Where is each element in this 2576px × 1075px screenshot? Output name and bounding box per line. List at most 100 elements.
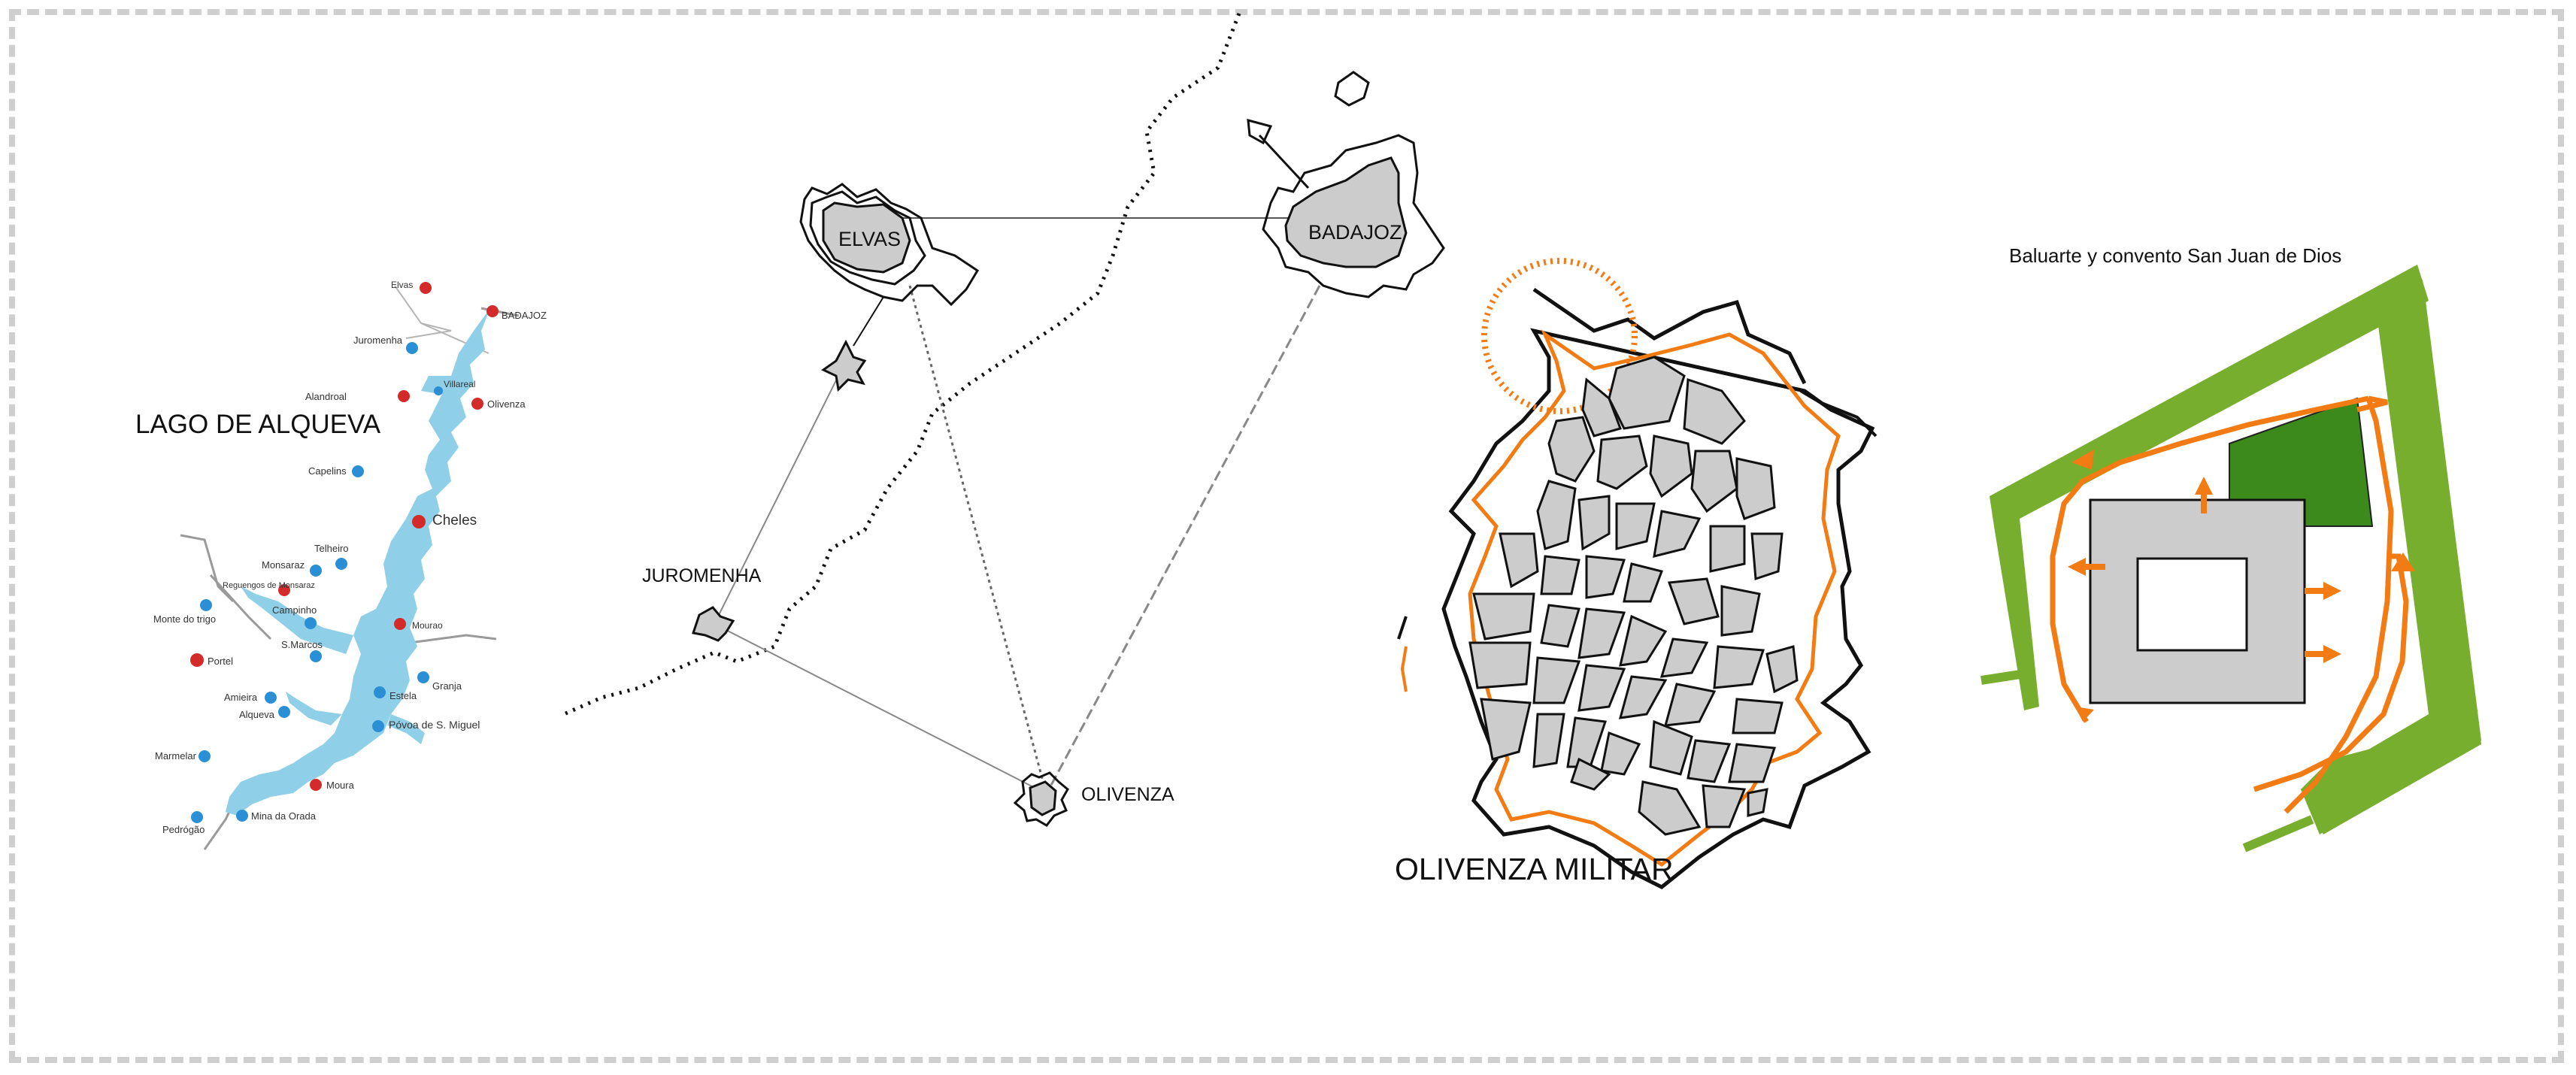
alqueva-panel: LAGO DE ALQUEVA Elvas BADAJOZ Alandroal … [135,280,547,850]
olivenza-militar-panel: OLIVENZA MILITAR [1395,258,1877,889]
link-elvas-juromenha [714,353,850,625]
place-label: Elvas [391,280,413,290]
baluarte-title: Baluarte y convento San Juan de Dios [2009,244,2341,267]
arrow-icon [2084,564,2105,570]
arrow-icon [2201,492,2207,513]
place-dot [236,810,248,822]
place-label: Cheles [432,513,477,528]
place-label: Amieira [224,692,258,703]
link-elvas-olivenza [908,285,1047,790]
lake-arm [241,586,353,654]
bastion-wall [2301,722,2481,834]
alqueva-title: LAGO DE ALQUEVA [135,410,381,439]
badajoz-label: BADAJOZ [1308,221,1402,244]
place-dot [372,720,384,732]
elvas-fortress: ELVAS [799,183,980,392]
place-label: BADAJOZ [502,310,547,321]
place-label: Juromenha [353,335,403,346]
place-dot [398,390,410,402]
place-label: Pedrógão [162,824,205,835]
place-dot [417,671,429,683]
place-label: Mourao [412,620,443,631]
arrow-icon [2075,707,2094,722]
place-dot [305,617,317,629]
place-label: Olivenza [487,398,526,410]
arrow-icon [2068,558,2086,576]
place-label: Mina da Orada [251,810,317,822]
arrow-icon [2323,582,2341,600]
place-dot [374,686,386,698]
arrow-icon [2391,553,2415,571]
bastion-wall [2406,295,2481,752]
arrow-icon [2071,450,2094,470]
place-dot [394,618,406,630]
arrow-icon [2195,477,2213,495]
lake-arm [286,692,342,725]
arrow-icon [2305,588,2326,594]
place-dot [190,653,204,667]
lake-shape [226,308,490,816]
dashed-frame [9,9,2564,1063]
place-label: Capelins [308,465,347,477]
place-dot [434,386,443,395]
place-dot [412,515,426,528]
place-label: Póvoa de S. Miguel [389,719,480,731]
network-panel: ELVAS BADAJOZ JUROMENHA OLIVENZA [562,13,1445,827]
place-label: Alandroal [305,391,347,402]
place-label: Monte do trigo [153,613,216,625]
baluarte-panel: Baluarte y convento San Juan de Dios [1980,244,2481,852]
place-label: Granja [432,680,462,692]
outer-fortification [1441,287,1875,889]
link-badajoz-olivenza [1047,285,1321,790]
frontier-line [562,13,1241,716]
orange-segment [1400,646,1408,692]
bastion-spur [2242,815,2314,852]
juromenha-fort: JUROMENHA [642,565,762,642]
place-label: Campinho [272,604,317,616]
arrow-icon [2323,645,2341,663]
river-line [409,634,497,644]
olivenza-fort: OLIVENZA [1013,771,1174,827]
place-dot [352,465,364,477]
direction-arrows [2068,450,2415,722]
place-dot [310,565,322,577]
place-label: Reguengos de Monsaraz [223,581,315,590]
wall-segment [1799,389,1877,438]
place-dot [278,706,290,718]
olivenza-militar-title: OLIVENZA MILITAR [1395,852,1674,886]
olivenza-label: OLIVENZA [1081,784,1174,805]
place-label: Monsaraz [262,559,305,571]
lake-arm [387,714,425,744]
place-dot [310,650,322,662]
place-dot [420,282,432,294]
place-label: Moura [326,780,355,791]
convent-cloister [2136,557,2248,652]
place-dot [335,558,347,570]
place-dot [486,305,499,317]
highlight-circle [1481,258,1638,414]
badajoz-fortress: BADAJOZ [1247,71,1445,298]
place-label: S.Marcos [281,639,323,650]
place-label: Telheiro [314,543,349,554]
arrow-icon [2305,651,2326,657]
place-dot [200,599,212,611]
red-place-markers: Elvas BADAJOZ Alandroal Olivenza Cheles … [190,280,547,791]
link-juromenha-olivenza [714,623,1046,794]
place-dot [471,398,483,410]
juromenha-label: JUROMENHA [642,565,762,586]
place-label: Estela [389,690,417,701]
place-label: Villareal [444,379,475,389]
river-line [180,534,235,603]
blue-place-markers: Juromenha Villareal Capelins Telheiro Mo… [153,335,480,835]
place-label: Marmelar [155,750,197,762]
wall-segment [1397,616,1408,640]
orange-path [1468,329,1841,868]
place-dot [278,584,290,596]
road-line [394,285,452,339]
city-blocks [1468,356,1799,836]
river-line [209,574,272,640]
place-label: Alqueva [239,709,275,720]
bastion-spur [1980,668,2031,685]
